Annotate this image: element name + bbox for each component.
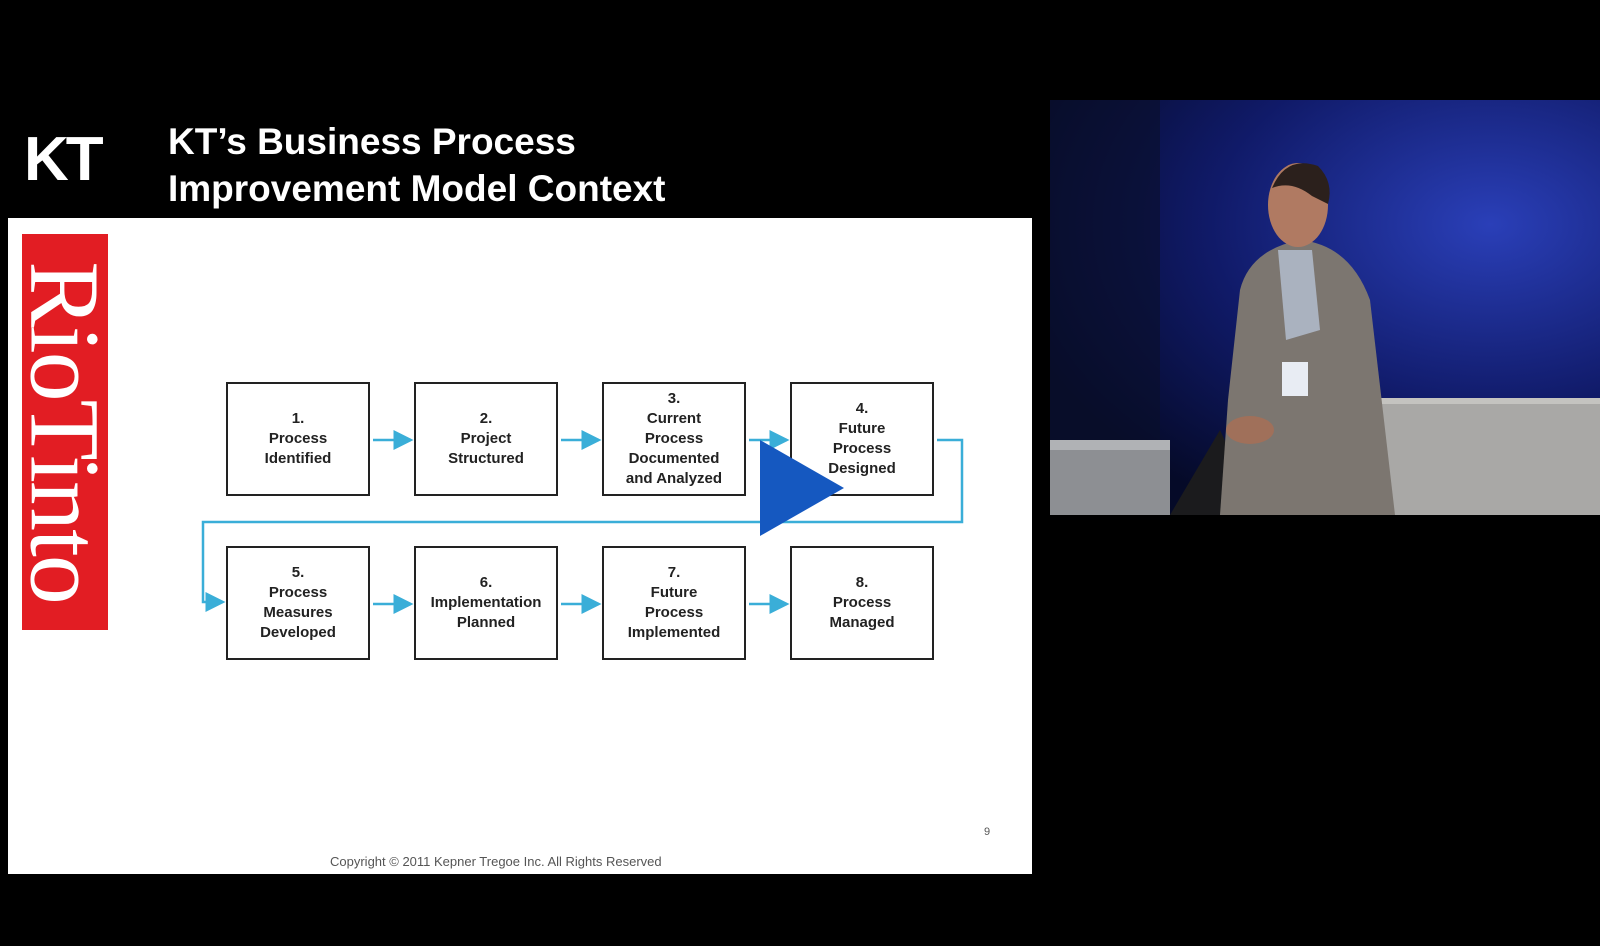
step-number: 8. (855, 574, 869, 591)
process-connectors (201, 430, 964, 614)
step-label-line: Current (646, 410, 702, 427)
step-box-3: 3. Current Process Documented and Analyz… (602, 382, 746, 496)
step-number: 7. (667, 564, 681, 581)
step-box-4: 4. Future Process Designed (790, 382, 934, 496)
presentation-slide: RioTinto 1. Process Identified (8, 218, 1032, 874)
step-box-5: 5. Process Measures Developed (226, 546, 370, 660)
step-label-line: Process (268, 430, 328, 447)
connector-4-5 (201, 438, 964, 612)
step-label-line: Process (832, 440, 892, 457)
step-label-line: and Analyzed (625, 470, 723, 487)
step-number: 3. (667, 390, 681, 407)
slide-copyright: Copyright © 2011 Kepner Tregoe Inc. All … (330, 854, 662, 869)
slide-title: KT’s Business Process Improvement Model … (168, 118, 666, 212)
step-box-8: 8. Process Managed (790, 546, 934, 660)
step-label-line: Process (644, 430, 704, 447)
step-label-line: Project (460, 430, 512, 447)
step-number: 6. (479, 574, 493, 591)
step-number: 1. (291, 410, 305, 427)
step-label-line: Process (644, 604, 704, 621)
kt-logo: KT (24, 125, 104, 194)
step-label-line: Managed (829, 614, 895, 631)
riotinto-logo: RioTinto (22, 234, 108, 630)
step-box-6: 6. Implementation Planned (414, 546, 558, 660)
step-label-line: Implementation (430, 594, 542, 611)
play-icon[interactable] (760, 440, 844, 536)
step-label-line: Measures (263, 604, 333, 621)
step-label-line: Planned (456, 614, 516, 631)
step-number: 2. (479, 410, 493, 427)
slide-title-line1: KT’s Business Process (168, 121, 576, 162)
step-label-line: Process (268, 584, 328, 601)
step-label-line: Future (838, 420, 886, 437)
step-number: 4. (855, 400, 869, 417)
slide-page-number: 9 (984, 826, 991, 838)
step-label-line: Developed (260, 624, 336, 641)
step-label-line: Structured (448, 450, 524, 467)
step-box-7: 7. Future Process Implemented (602, 546, 746, 660)
step-number: 5. (291, 564, 305, 581)
play-button[interactable] (760, 440, 844, 536)
slide-title-line2: Improvement Model Context (168, 168, 666, 209)
step-label-line: Designed (828, 460, 896, 477)
step-label-line: Future (650, 584, 698, 601)
step-label-line: Implemented (627, 624, 721, 641)
speaker-scene (1050, 100, 1600, 515)
step-box-2: 2. Project Structured (414, 382, 558, 496)
step-label-line: Documented (628, 450, 720, 467)
step-label-line: Identified (264, 450, 332, 467)
speaker-video-feed (1050, 100, 1600, 515)
step-box-1: 1. Process Identified (226, 382, 370, 496)
step-label-line: Process (832, 594, 892, 611)
